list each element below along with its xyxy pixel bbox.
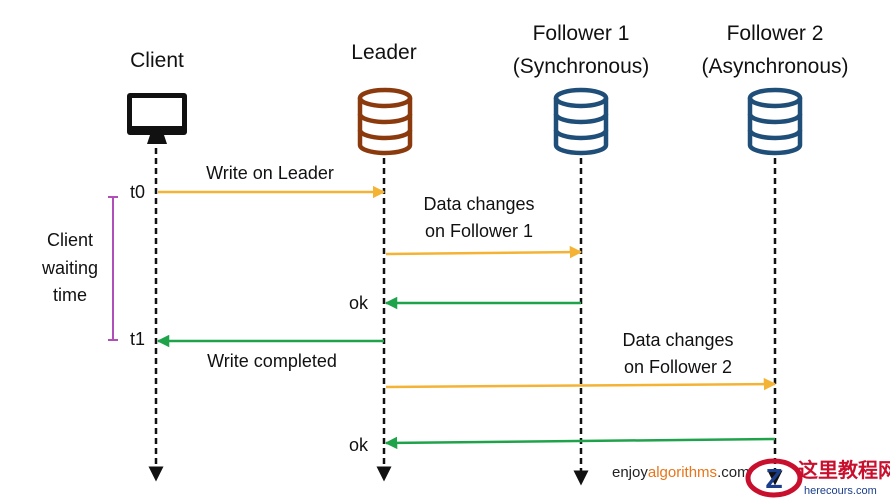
data-changes-f2-arrow bbox=[385, 377, 777, 391]
waiting-label-line2: waiting bbox=[41, 258, 98, 278]
client-title: Client bbox=[130, 49, 184, 72]
write-on-leader-label: Write on Leader bbox=[206, 163, 334, 183]
follower2-database-icon bbox=[747, 87, 803, 156]
waiting-time-bracket bbox=[108, 196, 118, 341]
ok-f1-label: ok bbox=[349, 293, 369, 313]
follower1-database-icon bbox=[553, 87, 609, 156]
write-completed-label: Write completed bbox=[207, 351, 337, 371]
ok-f2-arrow bbox=[384, 436, 776, 450]
leader-database-icon bbox=[357, 87, 413, 156]
data-changes-f2-label-line1: Data changes bbox=[622, 330, 733, 350]
enjoyalgorithms-brand: enjoyalgorithms.com bbox=[612, 464, 750, 481]
watermark-text: 这里教程网 bbox=[798, 458, 890, 482]
svg-text:Z: Z bbox=[765, 463, 782, 494]
brand-part-com: .com bbox=[717, 464, 750, 481]
leader-title: Leader bbox=[351, 41, 416, 64]
watermark-logo-icon: Z bbox=[745, 458, 803, 498]
time-mark-t0: t0 bbox=[130, 182, 145, 202]
follower2-mode: (Asynchronous) bbox=[701, 55, 848, 78]
data-changes-f2-label-line2: on Follower 2 bbox=[624, 357, 732, 377]
time-mark-t1: t1 bbox=[130, 329, 145, 349]
data-changes-f1-arrow bbox=[385, 245, 583, 259]
monitor-icon bbox=[127, 93, 187, 144]
data-changes-f1-label-line2: on Follower 1 bbox=[425, 221, 533, 241]
ok-f2-label: ok bbox=[349, 435, 369, 455]
follower2-title: Follower 2 bbox=[727, 22, 824, 45]
follower1-mode: (Synchronous) bbox=[513, 55, 650, 78]
brand-part-enjoy: enjoy bbox=[612, 464, 648, 481]
follower1-title: Follower 1 bbox=[533, 22, 630, 45]
waiting-label-line3: time bbox=[53, 285, 87, 305]
waiting-label-line1: Client bbox=[47, 230, 93, 250]
brand-part-algorithms: algorithms bbox=[648, 464, 717, 481]
data-changes-f1-label-line1: Data changes bbox=[423, 194, 534, 214]
watermark-url: herecours.com bbox=[804, 485, 877, 497]
